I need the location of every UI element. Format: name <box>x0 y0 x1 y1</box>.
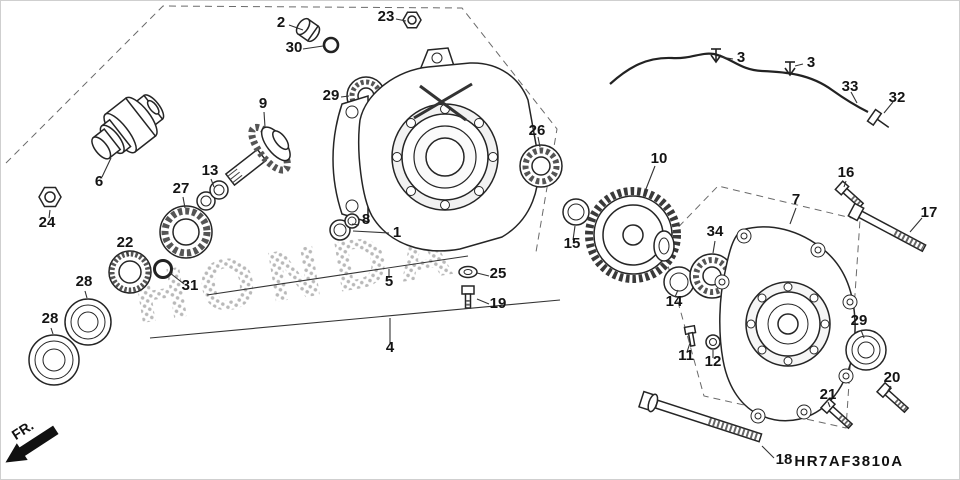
part-labels: 2 30 23 3 3 33 32 29 9 26 6 13 27 24 10 … <box>39 8 938 468</box>
flange-bolt-21 <box>819 397 854 430</box>
part-label: 28 <box>42 310 59 327</box>
drain-bolt <box>461 285 475 309</box>
part-label: 1 <box>393 224 401 241</box>
part-label: 20 <box>884 369 901 386</box>
assembly-bracket-lines <box>149 255 561 339</box>
pinion-bearing <box>159 205 213 259</box>
part-label: 17 <box>921 204 938 221</box>
cover-bolt-long-17 <box>847 202 927 253</box>
part-label: 34 <box>707 223 724 240</box>
gear-case <box>332 47 540 252</box>
part-label: 12 <box>705 353 722 370</box>
bearing-cap <box>295 17 321 43</box>
final-joint-coupling <box>91 94 165 160</box>
case-bearing-right <box>519 144 563 188</box>
part-label: 24 <box>39 214 56 231</box>
sealing-washer <box>458 265 478 279</box>
oil-seal-lower <box>28 334 80 386</box>
flange-nut <box>402 11 422 29</box>
part-label: 15 <box>564 235 581 252</box>
part-label: 11 <box>678 347 694 364</box>
flange-bolt-20 <box>875 381 910 414</box>
tube-clip-left <box>710 48 722 64</box>
part-label: 22 <box>117 234 134 251</box>
part-label: 3 <box>807 54 815 71</box>
part-label: 16 <box>838 164 855 181</box>
through-bolt-18 <box>638 390 763 443</box>
final-driven-ring-gear <box>585 187 681 283</box>
part-label: 23 <box>378 8 395 25</box>
drive-pinion-gear <box>224 123 291 187</box>
tube-clip-right <box>784 61 796 77</box>
fr-direction-arrow: FR. <box>5 417 59 463</box>
part-label: 31 <box>182 277 199 294</box>
part-label: 25 <box>490 265 507 282</box>
part-label: 14 <box>666 293 683 310</box>
part-label: 10 <box>651 150 668 167</box>
part-label: 19 <box>490 295 507 312</box>
part-label: 26 <box>529 122 546 139</box>
part-label: 21 <box>820 386 837 403</box>
part-label: 2 <box>277 14 285 31</box>
stud-washer <box>705 334 721 350</box>
final-gear-cover <box>714 226 858 424</box>
pinion-nut <box>38 186 62 208</box>
part-label: 30 <box>286 39 303 56</box>
fr-label: FR. <box>9 417 37 443</box>
part-label: 13 <box>202 162 219 179</box>
part-label: 33 <box>842 78 859 95</box>
stud-bolt-small <box>683 324 697 347</box>
part-label: 7 <box>792 191 800 208</box>
o-ring-small <box>153 259 173 279</box>
part-label: 27 <box>173 180 190 197</box>
flange-bolt-16 <box>834 180 865 209</box>
part-label: 29 <box>851 312 868 329</box>
part-label: 6 <box>95 173 103 190</box>
cover-oil-seal <box>845 329 887 371</box>
diagram-code: HR7AF3810A <box>794 453 903 470</box>
part-label: 9 <box>259 95 267 112</box>
fr-arrow-icon <box>5 425 59 463</box>
breather-tube <box>609 52 890 128</box>
part-label: 8 <box>362 211 370 228</box>
leader-lines <box>48 18 923 459</box>
splined-collar <box>108 250 152 294</box>
o-ring-cap <box>322 36 340 54</box>
part-label: 29 <box>323 87 340 104</box>
part-label: 32 <box>889 89 906 106</box>
part-label: 4 <box>386 339 395 356</box>
thrust-washer-15 <box>562 198 590 226</box>
oil-seal-upper <box>64 298 112 346</box>
part-label: 18 <box>776 451 793 468</box>
pinion-shim-washers <box>196 180 229 211</box>
part-label: 28 <box>76 273 93 290</box>
part-label: 3 <box>737 49 745 66</box>
pinion-spacer-rings <box>329 213 360 241</box>
part-label: 5 <box>385 273 393 290</box>
